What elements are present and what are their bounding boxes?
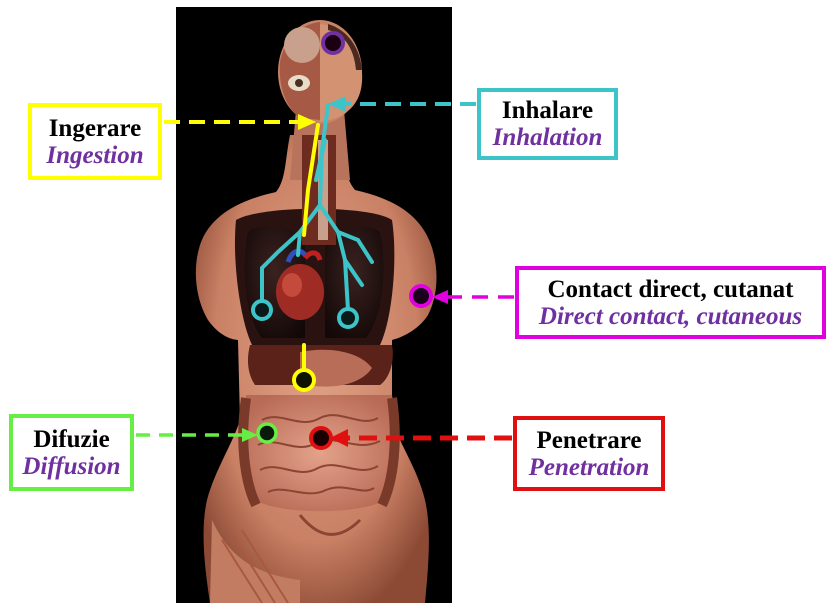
- penetration-label-ro: Penetrare: [536, 427, 641, 454]
- brain-section: [284, 27, 320, 63]
- inhalation-label-ro: Inhalare: [502, 97, 593, 124]
- inhalation-label-en: Inhalation: [493, 124, 603, 151]
- penetration-label-box: Penetrare Penetration: [513, 416, 665, 491]
- marker-head: [323, 33, 343, 53]
- ingestion-label-ro: Ingerare: [49, 115, 142, 142]
- marker-stomach: [294, 370, 314, 390]
- marker-penetration: [311, 428, 331, 448]
- marker-skin: [411, 286, 431, 306]
- diffusion-label-en: Diffusion: [22, 453, 120, 480]
- inhalation-label-box: Inhalare Inhalation: [477, 88, 618, 160]
- contact-label-en: Direct contact, cutaneous: [539, 303, 802, 330]
- intestines: [244, 395, 395, 511]
- ingestion-label-box: Ingerare Ingestion: [28, 103, 162, 180]
- diffusion-label-ro: Difuzie: [33, 426, 109, 453]
- contact-label-ro: Contact direct, cutanat: [547, 276, 793, 303]
- contact-label-box: Contact direct, cutanat Direct contact, …: [515, 266, 826, 339]
- penetration-label-en: Penetration: [529, 454, 650, 481]
- marker-lung-right: [339, 309, 357, 327]
- marker-diffusion: [258, 424, 276, 442]
- diffusion-label-box: Difuzie Diffusion: [9, 414, 134, 491]
- ingestion-label-en: Ingestion: [46, 142, 143, 169]
- marker-lung-left: [253, 301, 271, 319]
